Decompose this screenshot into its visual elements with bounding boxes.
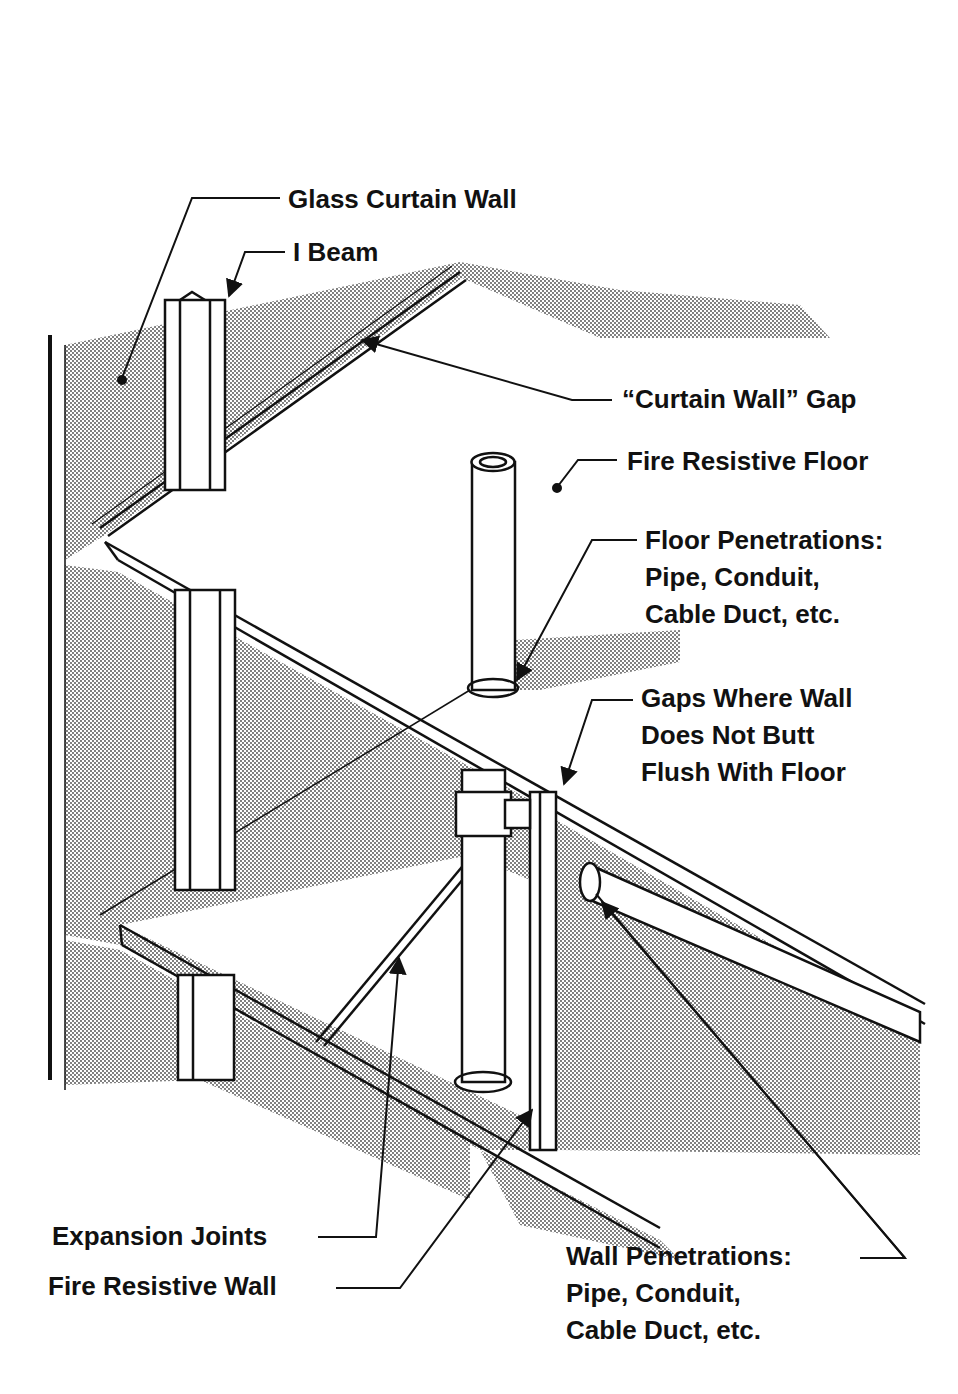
slab-end	[120, 925, 122, 945]
pipes	[455, 453, 920, 1092]
i-beam-web	[189, 590, 192, 890]
i-beam-lower	[175, 590, 235, 890]
leader-lines	[118, 198, 905, 1288]
leader-line	[558, 460, 617, 486]
i-beam	[165, 292, 235, 1080]
pipe-stub	[505, 800, 530, 828]
leader-line	[122, 198, 280, 378]
callout-label: Glass Curtain Wall	[288, 181, 517, 218]
curtain-wall-gap	[100, 690, 470, 915]
wall-pipe	[590, 865, 920, 1042]
slab-edge	[122, 945, 660, 1248]
glass-wall-edge-line	[48, 335, 52, 1080]
i-beam-web	[192, 975, 195, 1080]
curtain-wall-gap	[92, 266, 452, 524]
i-beam-web	[179, 300, 182, 490]
floor-penetration	[468, 679, 518, 697]
leader-line	[336, 1110, 532, 1288]
wall-panel-edge	[539, 792, 542, 1150]
callout-label: Floor Penetrations: Pipe, Conduit, Cable…	[645, 522, 895, 633]
i-beam-base	[178, 975, 234, 1080]
callout-label: Fire Resistive Wall	[48, 1268, 277, 1305]
leader-line	[596, 894, 905, 1258]
callout-label: Gaps Where Wall Does Not Butt Flush With…	[641, 680, 865, 791]
expansion-joint	[324, 866, 474, 1046]
leader-line	[362, 340, 612, 400]
i-beam-top	[180, 292, 205, 300]
leader-line	[564, 700, 633, 784]
wall-panel	[530, 792, 556, 1150]
fire-resistive-wall	[530, 792, 556, 1150]
callout-label: “Curtain Wall” Gap	[622, 381, 857, 418]
callout-label: I Beam	[293, 234, 378, 271]
i-beam-upper	[165, 300, 225, 490]
glass-wall-edge	[50, 335, 65, 1090]
glass-wall-edge-line	[64, 345, 66, 1090]
slab-end	[105, 542, 118, 560]
i-beam-web	[209, 300, 212, 490]
curtain-wall-gap	[100, 272, 460, 528]
expansion-joint	[316, 862, 466, 1042]
callout-label: Expansion Joints	[52, 1218, 267, 1255]
leader-dot	[553, 484, 561, 492]
leader-line	[318, 958, 399, 1237]
leader-dot	[118, 376, 126, 384]
pipe-top	[472, 453, 515, 471]
leader-line	[517, 540, 637, 680]
pipe-tee	[456, 792, 511, 836]
callout-label: Wall Penetrations: Pipe, Conduit, Cable …	[566, 1238, 816, 1349]
i-beam-web	[219, 590, 222, 890]
callout-label: Fire Resistive Floor	[627, 443, 868, 480]
leader-line	[229, 252, 285, 296]
curtain-wall-gap	[108, 280, 466, 536]
floor-pipe	[472, 462, 515, 690]
pipe-top-inner	[480, 457, 506, 467]
floor-penetration	[455, 1072, 511, 1092]
